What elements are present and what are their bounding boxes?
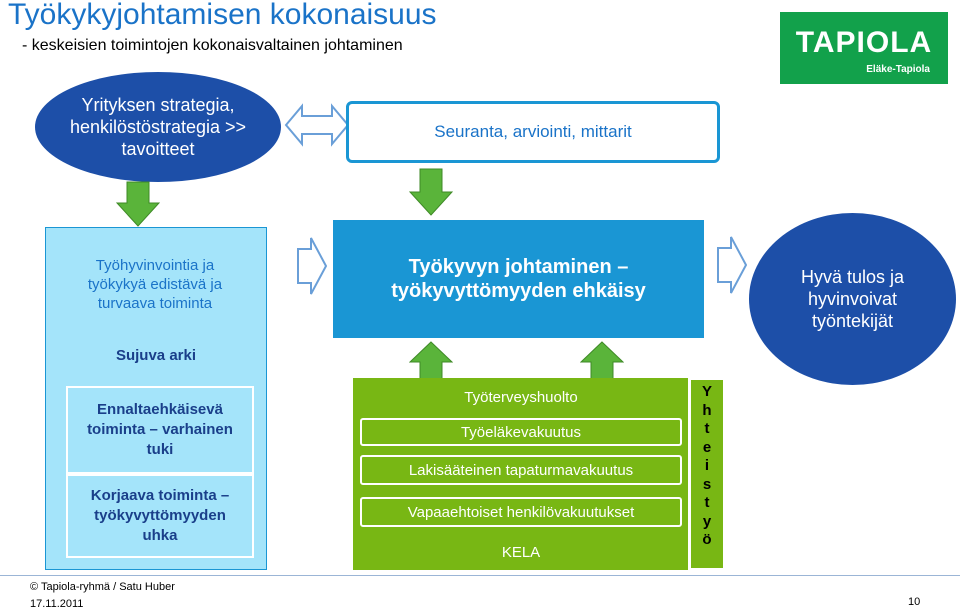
- down-arrow-icon: [409, 168, 453, 216]
- service-item: KELA: [360, 538, 682, 566]
- vertical-letter: Y: [701, 383, 712, 400]
- strategy-text: Yrityksen strategia, henkilöstöstrategia…: [69, 95, 247, 159]
- page-title: Työkykyjohtamisen kokonaisuus: [8, 0, 437, 31]
- corrective-text: Korjaava toiminta – työkyvyttömyyden uhk…: [90, 487, 230, 544]
- monitoring-box: Seuranta, arviointi, mittarit: [346, 101, 720, 163]
- up-arrow-icon: [409, 341, 453, 383]
- logo-tagline: Eläke-Tapiola: [866, 64, 930, 75]
- page-number: 10: [908, 596, 921, 608]
- right-arrow-icon: [297, 237, 327, 295]
- preventive-text: Ennaltaehkäisevä toiminta – varhainen tu…: [87, 401, 233, 458]
- vertical-letter: e: [702, 438, 712, 456]
- management-text: Työkyvyn johtaminen – työkyvyttömyyden e…: [391, 256, 646, 302]
- vertical-letter: ö: [702, 531, 712, 548]
- tapiola-logo: TAPIOLA Eläke-Tapiola: [780, 12, 948, 84]
- service-item: Työterveyshuolto: [360, 383, 682, 411]
- vertical-letter: s: [702, 475, 712, 493]
- vertical-letter: t: [704, 420, 710, 437]
- page-subtitle: - keskeisien toimintojen kokonaisvaltain…: [22, 37, 403, 54]
- double-arrow-icon: [284, 103, 350, 147]
- wellbeing-text: Työhyvinvointia ja työkykyä edistävä ja …: [87, 256, 223, 312]
- vertical-letter: i: [704, 457, 710, 474]
- footer-copyright: © Tapiola-ryhmä / Satu Huber: [30, 581, 175, 593]
- logo-wordmark: TAPIOLA: [795, 26, 933, 59]
- service-item: Lakisääteinen tapaturmavakuutus: [360, 455, 682, 485]
- sujuva-arki-label: Sujuva arki: [115, 347, 197, 364]
- vertical-label-box: Y h t e i s t y ö: [689, 378, 725, 570]
- vertical-letter: t: [704, 494, 710, 511]
- up-arrow-icon: [580, 341, 624, 383]
- down-arrow-icon: [116, 181, 160, 227]
- monitoring-text: Seuranta, arviointi, mittarit: [434, 122, 632, 141]
- strategy-oval: Yrityksen strategia, henkilöstöstrategia…: [35, 72, 281, 182]
- footer-divider: [0, 575, 960, 576]
- right-arrow-icon: [717, 236, 747, 294]
- result-text: Hyvä tulos ja hyvinvoivat työntekijät: [800, 267, 905, 331]
- management-box: Työkyvyn johtaminen – työkyvyttömyyden e…: [333, 220, 704, 338]
- vertical-letter: h: [702, 401, 712, 419]
- vertical-letter: y: [702, 512, 712, 530]
- footer-date: 17.11.2011: [30, 598, 84, 610]
- corrective-box: Korjaava toiminta – työkyvyttömyyden uhk…: [66, 474, 254, 558]
- service-item: Vapaaehtoiset henkilövakuutukset: [360, 497, 682, 527]
- result-oval: Hyvä tulos ja hyvinvoivat työntekijät: [749, 213, 956, 385]
- wellbeing-text-box: Työhyvinvointia ja työkykyä edistävä ja …: [55, 236, 255, 332]
- service-item: Työeläkevakuutus: [360, 418, 682, 446]
- preventive-box: Ennaltaehkäisevä toiminta – varhainen tu…: [66, 386, 254, 474]
